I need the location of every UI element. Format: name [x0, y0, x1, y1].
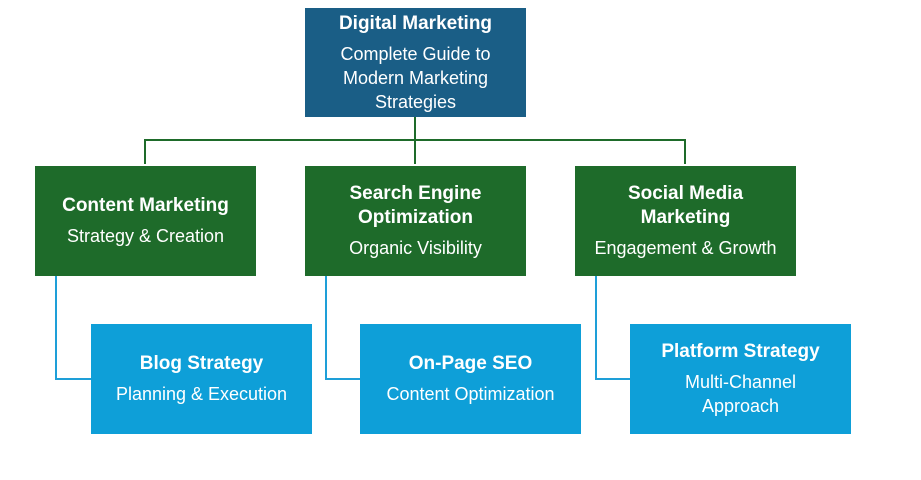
- category-node-content-marketing: Content Marketing Strategy & Creation: [35, 166, 256, 276]
- subtopic-subtitle: Planning & Execution: [115, 384, 288, 404]
- subtopic-title: Platform Strategy: [661, 341, 820, 362]
- root-title: Digital Marketing: [338, 12, 493, 34]
- connector-root-bar: [144, 139, 686, 164]
- category-subtitle: Organic Visibility: [349, 238, 482, 258]
- category-subtitle: Engagement & Growth: [594, 238, 777, 258]
- category-subtitle: Strategy & Creation: [66, 226, 225, 246]
- category-title: Social Media Marketing: [627, 183, 744, 228]
- category-node-social-media: Social Media Marketing Engagement & Grow…: [575, 166, 796, 276]
- subtopic-title: On-Page SEO: [408, 353, 533, 374]
- subtopic-node-platform-strategy: Platform Strategy Multi-Channel Approach: [630, 324, 851, 434]
- category-node-seo: Search Engine Optimization Organic Visib…: [305, 166, 526, 276]
- subtopic-subtitle: Content Optimization: [386, 384, 555, 404]
- subtopic-node-blog-strategy: Blog Strategy Planning & Execution: [91, 324, 312, 434]
- category-title: Content Marketing: [62, 195, 229, 216]
- connector-seo-to-onpage: [325, 276, 360, 380]
- root-node: Digital Marketing Complete Guide to Mode…: [305, 8, 526, 117]
- connector-social-to-platform: [595, 276, 630, 380]
- subtopic-subtitle: Multi-Channel Approach: [684, 372, 797, 416]
- category-title: Search Engine Optimization: [349, 183, 482, 228]
- root-subtitle: Complete Guide to Modern Marketing Strat…: [340, 43, 491, 112]
- subtopic-title: Blog Strategy: [139, 353, 264, 374]
- connector-content-to-blog: [55, 276, 91, 380]
- subtopic-node-on-page-seo: On-Page SEO Content Optimization: [360, 324, 581, 434]
